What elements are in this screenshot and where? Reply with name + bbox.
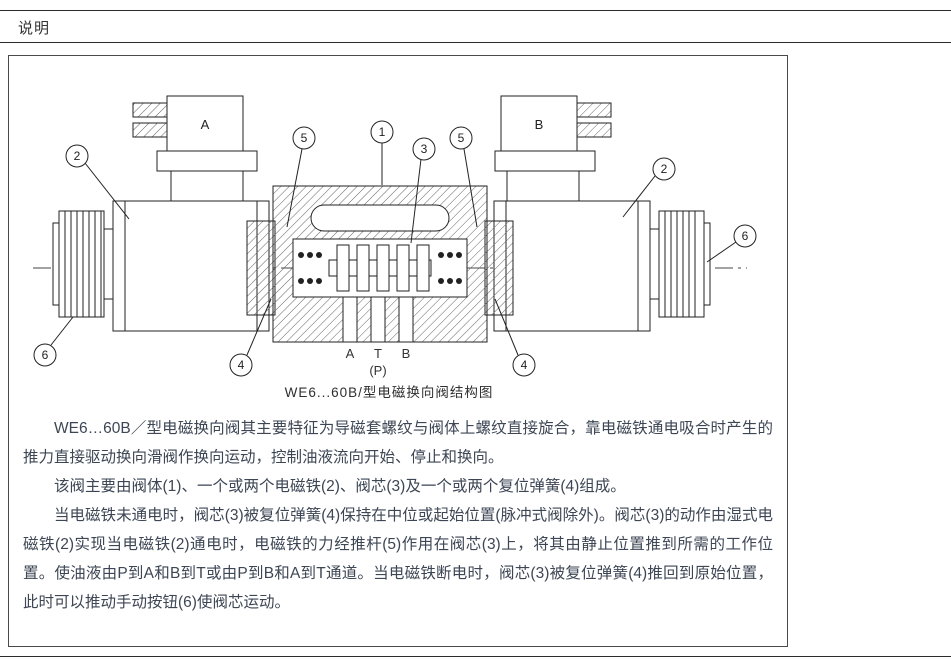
left-return-spring — [298, 252, 322, 284]
port-t-label: T — [374, 346, 382, 361]
right-solenoid — [493, 200, 651, 332]
svg-text:5: 5 — [458, 131, 465, 145]
paragraph-composition: 该阀主要由阀体(1)、一个或两个电磁铁(2)、阀芯(3)及一个或两个复位弹簧(4… — [54, 478, 626, 495]
paragraph-features: WE6…60B／型电磁换向阀其主要特征为导磁套螺纹与阀体上螺纹直接旋合，靠电磁铁… — [23, 420, 773, 466]
left-manual-button — [52, 210, 114, 318]
left-connector: A — [132, 95, 258, 202]
callout-spool: 3 — [410, 137, 436, 244]
right-connector-pins — [576, 102, 612, 138]
callout-right-spring: 4 — [494, 298, 536, 377]
callout-left-spring: 4 — [229, 298, 272, 377]
spool — [328, 244, 432, 292]
left-connector-pins — [132, 102, 168, 138]
header-divider — [0, 42, 951, 43]
right-connector: B — [494, 95, 612, 202]
content-box: A B — [8, 55, 788, 647]
coil-b-label: B — [535, 117, 544, 132]
callout-left-solenoid: 2 — [65, 144, 130, 220]
svg-text:4: 4 — [238, 358, 245, 372]
callout-right-solenoid: 2 — [622, 157, 676, 218]
top-rule — [0, 10, 951, 11]
valve-internals — [292, 204, 468, 343]
svg-text:2: 2 — [74, 149, 81, 163]
svg-text:3: 3 — [421, 142, 428, 156]
port-b-label: B — [402, 346, 411, 361]
callout-left-button: 6 — [33, 316, 74, 367]
valve-structure-diagram: A B — [33, 95, 757, 400]
svg-text:6: 6 — [742, 229, 749, 243]
svg-text:1: 1 — [379, 125, 386, 139]
description-text: WE6…60B／型电磁换向阀其主要特征为导磁套螺纹与阀体上螺纹直接旋合，靠电磁铁… — [23, 414, 773, 617]
callout-valve-body: 1 — [370, 120, 394, 185]
left-solenoid — [112, 200, 270, 332]
svg-text:5: 5 — [301, 131, 308, 145]
top-flow-passage — [310, 204, 450, 232]
port-a-label: A — [346, 346, 355, 361]
right-manual-button — [649, 210, 711, 318]
left-pushrod-adapter — [246, 220, 276, 316]
port-stem-b — [398, 296, 414, 343]
svg-text:2: 2 — [661, 162, 668, 176]
right-pushrod-adapter — [484, 220, 514, 316]
callouts: 2 5 1 3 5 2 6 — [33, 120, 757, 377]
bottom-rule — [0, 656, 951, 657]
port-labels: A T B (P) — [346, 346, 411, 378]
port-stem-t — [370, 296, 386, 343]
port-p-label: (P) — [369, 363, 386, 378]
right-return-spring — [438, 252, 462, 284]
callout-right-pushrod: 5 — [449, 126, 478, 228]
port-stem-a — [342, 296, 358, 343]
page-title: 说明 — [18, 20, 51, 37]
callout-right-button: 6 — [706, 224, 757, 263]
coil-a-label: A — [201, 117, 210, 132]
diagram-caption: WE6...60B/型电磁换向阀结构图 — [285, 385, 494, 400]
paragraph-operation: 当电磁铁未通电时，阀芯(3)被复位弹簧(4)保持在中位或起始位置(脉冲式阀除外)… — [23, 507, 773, 611]
callout-left-pushrod: 5 — [286, 126, 316, 228]
svg-text:6: 6 — [42, 348, 49, 362]
svg-text:4: 4 — [521, 358, 528, 372]
